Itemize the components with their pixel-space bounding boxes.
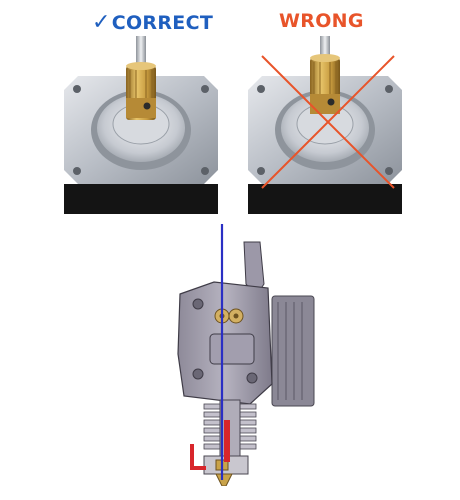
extruder-cross-section [160, 224, 320, 486]
correct-label-text: CORRECT [111, 12, 214, 34]
wrong-label: WRONG [279, 10, 364, 32]
cross-out-icon [261, 55, 395, 189]
motor-correct-image [50, 36, 232, 214]
correct-label: ✓CORRECT [92, 10, 213, 35]
motor-wrong-image [234, 36, 416, 214]
checkmark-icon: ✓ [92, 10, 111, 35]
